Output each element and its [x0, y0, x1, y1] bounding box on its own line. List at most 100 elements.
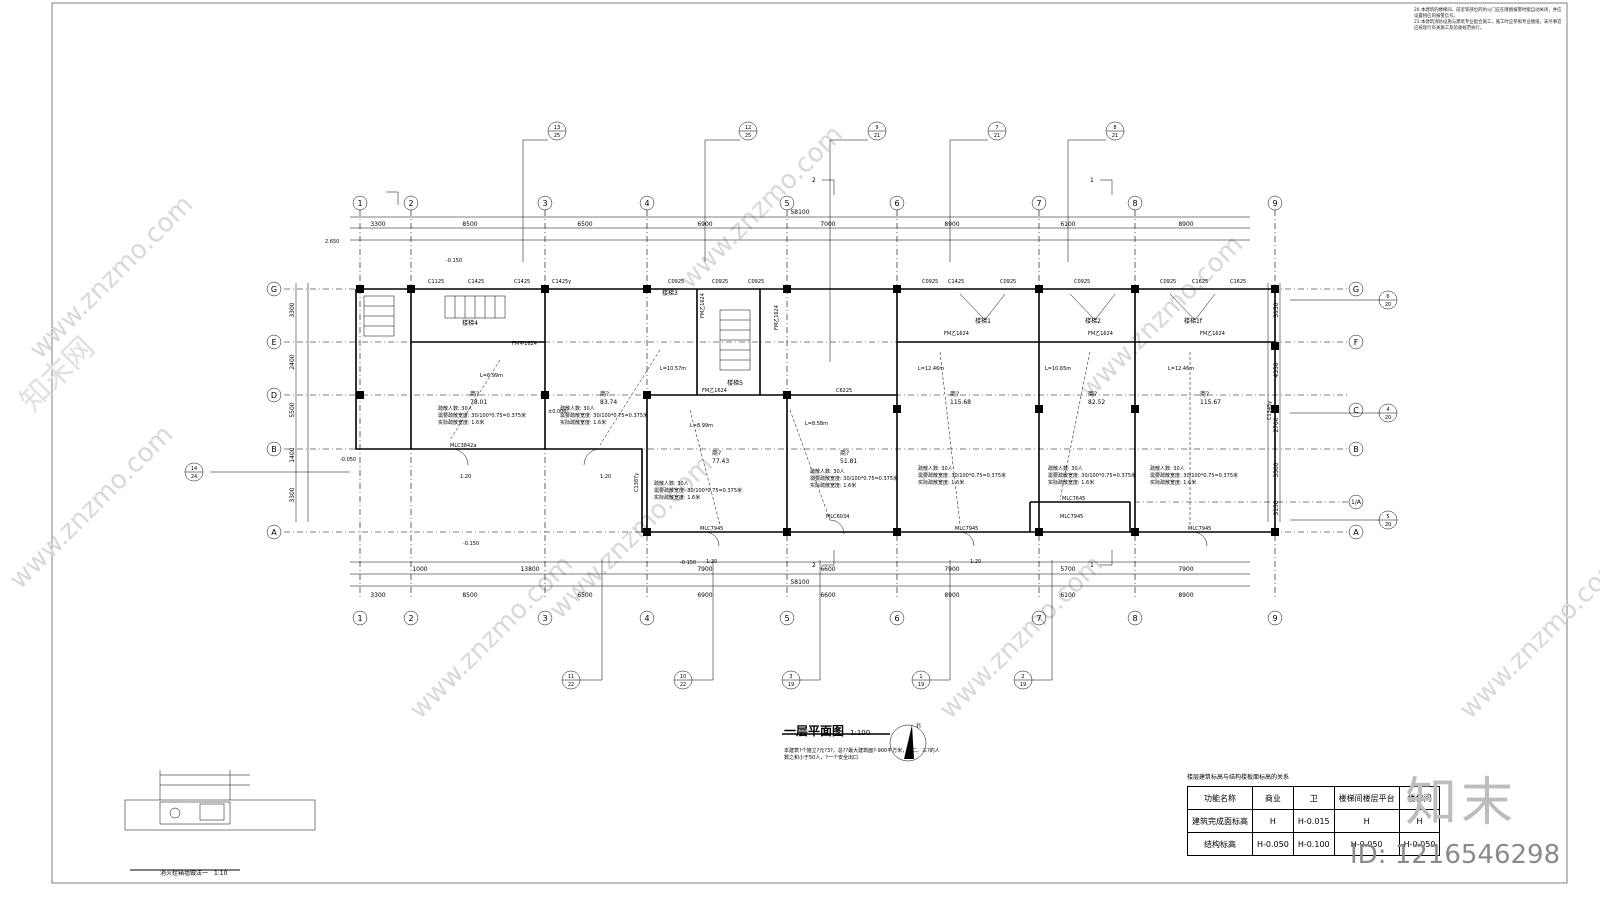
- table-row: 功能名称 商业 卫 楼梯间楼层平台 楼梯间: [1187, 786, 1441, 810]
- table-cell: H: [1398, 809, 1441, 833]
- index-circle: 4 20: [1378, 403, 1398, 423]
- watermark-site: www.znzmo.com: [544, 450, 719, 625]
- svg-text:楼梯4: 楼梯4: [462, 319, 478, 327]
- svg-text:6500: 6500: [577, 592, 592, 599]
- svg-text:L=6.99m: L=6.99m: [480, 373, 503, 379]
- svg-text:C0925: C0925: [1074, 279, 1090, 285]
- svg-text:8500: 8500: [462, 592, 477, 599]
- svg-text:4: 4: [644, 199, 649, 208]
- table-cell: H-0.050: [1333, 832, 1400, 856]
- svg-text:MLC7945: MLC7945: [1060, 514, 1083, 520]
- svg-text:77.43: 77.43: [712, 458, 729, 465]
- svg-text:C1345y: C1345y: [1267, 401, 1273, 420]
- svg-text:FM甲1624: FM甲1624: [512, 341, 537, 347]
- table-cell: 结构标高: [1187, 832, 1253, 856]
- svg-text:楼梯5: 楼梯5: [727, 379, 743, 387]
- overall-dimension: 58100: [790, 579, 809, 586]
- svg-text:实际疏散宽度: 1.6米: 实际疏散宽度: 1.6米: [810, 482, 856, 489]
- svg-text:2: 2: [408, 614, 413, 623]
- detail-scale: 1:10: [213, 870, 228, 877]
- svg-text:G: G: [271, 285, 277, 294]
- svg-text:5: 5: [784, 614, 789, 623]
- room: 商? 78.01 疏散人数: 30人 需要疏散宽度: 30/100*0.75=0…: [438, 390, 526, 426]
- svg-text:商?: 商?: [1088, 390, 1097, 398]
- svg-text:楼梯1f: 楼梯1f: [1184, 317, 1203, 325]
- svg-text:8: 8: [1132, 614, 1137, 623]
- svg-text:C6225: C6225: [836, 388, 852, 394]
- svg-text:MLC3842a: MLC3842a: [450, 443, 476, 449]
- svg-text:C1625: C1625: [1230, 279, 1246, 285]
- stairs: 楼梯4 楼梯3 楼梯5 楼梯1 楼梯2 楼梯1f: [363, 289, 1216, 387]
- room: 商? 83.74 疏散人数: 30人 需要疏散宽度: 30/100*0.75=0…: [560, 390, 648, 426]
- grid-bubbles-top: 1 2 3 4 5 6 7 8 9: [352, 195, 1283, 211]
- detail-drawing: [124, 770, 316, 831]
- room: 商? 77.43 疏散人数: 30人 需要疏散宽度: 30/100*0.75=0…: [654, 449, 742, 501]
- drawing-scale: 1:100: [850, 729, 871, 737]
- brand-id: ID: 1216546298: [1350, 840, 1561, 870]
- index-circle: 8 21: [1105, 121, 1125, 141]
- svg-text:实际疏散宽度: 1.6米: 实际疏散宽度: 1.6米: [1150, 479, 1196, 486]
- svg-text:25: 25: [554, 133, 560, 139]
- svg-text:需要疏散宽度: 30/100*0.75=0.375米: 需要疏散宽度: 30/100*0.75=0.375米: [1048, 472, 1136, 479]
- svg-text:19: 19: [788, 682, 794, 688]
- svg-text:疏散人数: 30人: 疏散人数: 30人: [810, 468, 845, 475]
- svg-text:楼梯1: 楼梯1: [975, 317, 991, 325]
- svg-text:C0925: C0925: [748, 279, 764, 285]
- svg-text:7: 7: [995, 125, 998, 131]
- svg-text:21: 21: [1112, 133, 1118, 139]
- svg-text:实际疏散宽度: 1.6米: 实际疏散宽度: 1.6米: [918, 479, 964, 486]
- svg-text:6900: 6900: [697, 592, 712, 599]
- svg-text:1:20: 1:20: [706, 559, 717, 565]
- table-cell: H-0.100: [1292, 832, 1335, 856]
- svg-text:商?: 商?: [712, 449, 721, 457]
- svg-text:21: 21: [874, 133, 880, 139]
- stair: 楼梯3: [662, 289, 678, 297]
- watermark-site: www.znzmo.com: [674, 120, 849, 295]
- svg-text:需要疏散宽度: 30/100*0.75=0.375米: 需要疏散宽度: 30/100*0.75=0.375米: [810, 475, 898, 482]
- brand-watermark: 知末: [1405, 773, 1518, 833]
- drawing-frame: [51, 2, 1568, 884]
- svg-text:MLC7645: MLC7645: [1062, 496, 1085, 502]
- svg-text:疏散人数: 30人: 疏散人数: 30人: [654, 480, 689, 487]
- svg-text:21: 21: [994, 133, 1000, 139]
- svg-text:7900: 7900: [944, 566, 959, 573]
- svg-text:3: 3: [542, 199, 547, 208]
- svg-text:商?: 商?: [600, 390, 609, 398]
- index-circle: 10 22: [673, 670, 693, 690]
- watermark-site: www.znzmo.com: [1454, 550, 1600, 725]
- watermark-site: www.znzmo.com: [934, 550, 1109, 725]
- svg-text:商?: 商?: [470, 390, 479, 398]
- svg-text:MLC7945: MLC7945: [955, 526, 978, 532]
- svg-text:22: 22: [568, 682, 574, 688]
- drawing-title: 一层平面图 1:100: [784, 720, 870, 739]
- svg-text:C1125: C1125: [428, 279, 444, 285]
- svg-text:3300: 3300: [370, 221, 385, 228]
- svg-text:1:20: 1:20: [460, 474, 471, 480]
- svg-text:L=10.65m: L=10.65m: [1045, 366, 1071, 372]
- svg-text:C0925: C0925: [1000, 279, 1016, 285]
- svg-text:19: 19: [1020, 682, 1026, 688]
- svg-text:14: 14: [191, 466, 197, 472]
- svg-text:L=8.58m: L=8.58m: [805, 421, 828, 427]
- svg-text:FM乙1624: FM乙1624: [944, 330, 969, 337]
- table-cell: H-0.015: [1292, 809, 1335, 833]
- top-note-item: 21.本建筑消防设施与建筑专业配合施工，施工时应参照专业图纸，未尽事宜应按现行有…: [1414, 20, 1562, 31]
- svg-text:实际疏散宽度: 1.6米: 实际疏散宽度: 1.6米: [1048, 479, 1094, 486]
- section-marks: 1 2 1 2: [386, 177, 1113, 569]
- columns: [356, 285, 1279, 536]
- room: 商? 115.68 疏散人数: 30人 需要疏散宽度: 30/100*0.75=…: [918, 390, 1006, 486]
- index-circle: 14 24: [184, 462, 204, 482]
- index-lines: [210, 139, 1380, 681]
- svg-text:24: 24: [191, 474, 197, 480]
- table-cell: H: [1333, 809, 1400, 833]
- svg-text:B: B: [1353, 445, 1359, 454]
- svg-text:3300: 3300: [289, 487, 296, 502]
- svg-text:13800: 13800: [520, 566, 539, 573]
- index-circle: 3 19: [781, 670, 801, 690]
- svg-text:6: 6: [1386, 294, 1389, 300]
- svg-text:3300: 3300: [289, 302, 296, 317]
- svg-text:20: 20: [1385, 415, 1391, 421]
- drawing-title-text: 一层平面图: [784, 724, 845, 738]
- svg-text:2.650: 2.650: [325, 239, 339, 245]
- grid-bubbles-bottom: 1 2 3 4 5 6 7 8 9: [352, 610, 1283, 626]
